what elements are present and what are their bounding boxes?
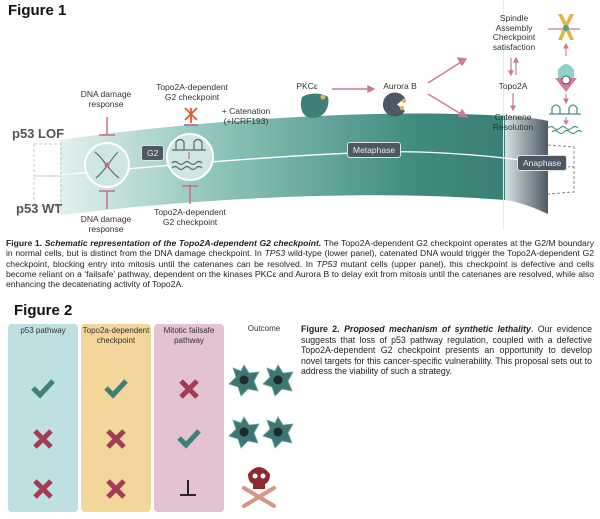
outcome-row-2-viable-cells-icon (228, 416, 294, 449)
inhibit-dna-damage-bottom-icon (99, 190, 115, 209)
metaphase-box: Metaphase (347, 142, 402, 158)
cross-icon (32, 478, 54, 505)
cross-icon (178, 378, 200, 405)
anaphase-panel-divider (503, 0, 504, 230)
inhibit-dna-damage-top-icon (99, 117, 115, 136)
cross-icon (105, 478, 127, 505)
caption-1-label: Figure 1. (6, 238, 43, 248)
aurora-b-enzyme-icon (382, 92, 405, 117)
label-icrf193: (+ICRF193) (223, 116, 269, 126)
dashed-box-lof (33, 143, 62, 177)
cross-icon (105, 428, 127, 455)
chromosome-icon (548, 14, 580, 40)
label-dna-damage-top: DNA damage response (80, 89, 132, 109)
label-topo-checkpoint-bottom: Topo2A-dependent G2 checkpoint (154, 207, 226, 227)
figure-1-title: Figure 1 (8, 2, 67, 19)
catenated-loops-icon (549, 104, 581, 115)
caption-2-title: Proposed mechanism of synthetic lethalit… (344, 324, 531, 334)
figure-1-caption: Figure 1. Schematic representation of th… (6, 238, 594, 290)
topo2a-enzyme-icon (555, 64, 577, 92)
pkc-enzyme-icon (300, 93, 329, 118)
label-pkc-epsilon: PKCε (296, 81, 318, 91)
topo-circle (166, 133, 214, 181)
cross-icon (32, 428, 54, 455)
outcome-header: Outcome (247, 324, 281, 333)
label-p53-wt: p53 WT (16, 201, 63, 216)
outcome-row-1-viable-cells-icon (228, 364, 294, 397)
label-topo-checkpoint-top: Topo2A-dependent G2 checkpoint (156, 82, 228, 102)
figure-2-caption: Figure 2. Proposed mechanism of syntheti… (301, 324, 593, 377)
label-aurora-b: Aurora B (383, 81, 417, 91)
disabled-checkpoint-icon (184, 107, 198, 126)
label-catenene-resolution: Catenene Resolution (492, 112, 534, 132)
arrow-aurora-to-sac-icon (427, 57, 468, 84)
anaphase-box: Anaphase (517, 155, 568, 171)
figure-2-title: Figure 2 (14, 302, 73, 319)
label-p53-lof: p53 LOF (12, 126, 65, 141)
topo2a-bidirectional-arrows-icon (508, 56, 519, 112)
outcome-row-3-skull-crossbones-icon (242, 467, 276, 508)
label-spindle-assembly-checkpoint: Spindle Assembly Checkpoint satisfaction (492, 13, 536, 52)
inhibit-icon (178, 478, 198, 503)
inhibit-topo-bottom-icon (182, 185, 198, 204)
outcomes-area (228, 364, 294, 508)
arrow-pkc-to-aurora-icon (332, 84, 376, 94)
column-header: p53 pathway (20, 326, 66, 335)
cell-cycle-band (60, 113, 505, 215)
g2-phase-box: G2 (141, 145, 165, 161)
check-icon (103, 378, 129, 403)
label-dna-damage-bottom: DNA damage response (80, 214, 132, 234)
check-icon (30, 378, 56, 403)
label-topo2a: Topo2A (498, 81, 528, 91)
arrow-aurora-to-resolution-icon (427, 93, 469, 118)
resolved-dna-icon (547, 125, 583, 135)
pathway-column-1: p53 pathway (8, 324, 78, 512)
caption-1-title: Schematic representation of the Topo2A-d… (44, 238, 322, 248)
caption-2-label: Figure 2. (301, 324, 340, 334)
dashed-box-wt (33, 175, 62, 207)
figure-1-diagram (33, 0, 583, 230)
label-catenation: + Catenation (221, 106, 271, 116)
catenated-dna-icon (171, 138, 206, 171)
check-icon (176, 428, 202, 453)
